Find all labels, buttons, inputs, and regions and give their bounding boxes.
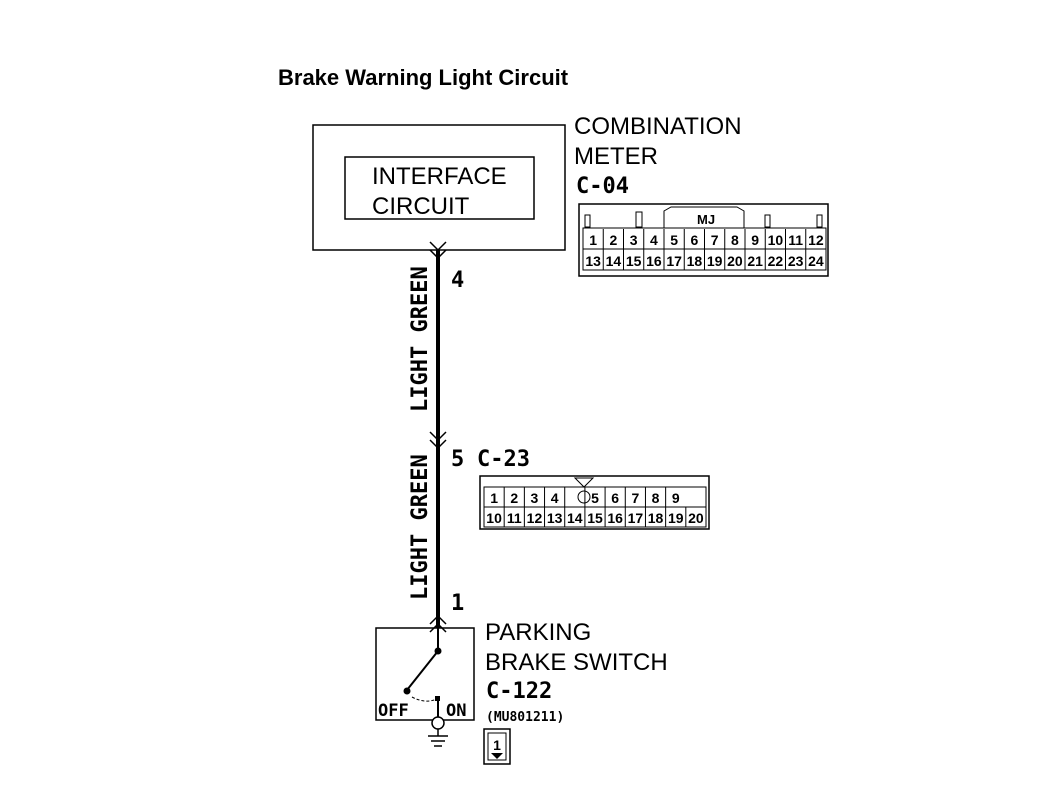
joint-connector-chevron	[429, 431, 447, 450]
c04-row1-pin: 2	[609, 232, 617, 248]
c23-row1-pin: 6	[611, 490, 619, 506]
c23-row2-pin: 13	[547, 510, 563, 526]
c23-row1-pin: 7	[631, 490, 639, 506]
c23-row1-pin: 3	[531, 490, 539, 506]
parking-brake-switch-part-number: (MU801211)	[486, 710, 564, 725]
c04-row2-pin: 24	[808, 253, 824, 269]
c23-row2-pin: 11	[507, 510, 522, 526]
combination-meter-label-line1: COMBINATION	[574, 113, 742, 140]
parking-brake-switch-label-line1: PARKING	[485, 619, 591, 646]
c04-row2-pin: 19	[707, 253, 723, 269]
meter-connector-chevron	[429, 241, 447, 260]
parking-brake-switch-connector-id: C-122	[486, 679, 552, 704]
c04-row2-pin: 23	[788, 253, 804, 269]
parking-brake-switch-label-line2: BRAKE SWITCH	[485, 649, 668, 676]
c23-row2-pin: 12	[527, 510, 543, 526]
c04-row1-pin: 11	[788, 232, 803, 248]
c23-row1-pin: 8	[652, 490, 660, 506]
c23-row2-pin: 14	[567, 510, 583, 526]
c04-row1-pin: 1	[589, 232, 597, 248]
interface-circuit-box	[344, 156, 535, 220]
pin-number-joint: 5	[451, 447, 464, 472]
c23-blank-cavity	[577, 490, 591, 504]
diagram-title: Brake Warning Light Circuit	[278, 65, 569, 90]
switch-connector-chevron	[429, 614, 447, 633]
c04-row1-pin: 10	[768, 232, 784, 248]
c23-row2-pin: 20	[688, 510, 704, 526]
combination-meter-connector-id: C-04	[576, 174, 629, 199]
c04-row1-pin: 8	[731, 232, 739, 248]
pin-number-switch: 1	[451, 591, 464, 616]
wire-color-lower: LIGHT GREEN	[408, 454, 433, 600]
c04-row1-pin: 12	[808, 232, 824, 248]
c23-row2-pin: 15	[587, 510, 603, 526]
parking-brake-switch-symbol	[375, 627, 475, 747]
c122-pin-number: 1	[493, 737, 501, 753]
pin-number-meter: 4	[451, 268, 464, 293]
wire-color-upper: LIGHT GREEN	[408, 266, 433, 412]
c04-row1-pin: 3	[630, 232, 638, 248]
c04-row2-pin: 17	[666, 253, 682, 269]
c122-connector-face: 1	[483, 728, 511, 765]
switch-on-label: ON	[446, 701, 466, 721]
c23-row2-pin: 18	[648, 510, 664, 526]
c04-row2-pin: 15	[626, 253, 642, 269]
interface-circuit-line2: CIRCUIT	[372, 193, 470, 220]
c04-row2-pin: 22	[768, 253, 784, 269]
c23-row2-pin: 17	[628, 510, 644, 526]
c23-row2-pin: 19	[668, 510, 684, 526]
c04-tag-mj: MJ	[697, 212, 715, 227]
c04-row2-pin: 16	[646, 253, 662, 269]
switch-off-label: OFF	[378, 701, 409, 721]
c04-row1-pin: 6	[690, 232, 698, 248]
c04-row1-pin: 4	[650, 232, 658, 248]
c23-row1-pin: 1	[490, 490, 498, 506]
c04-row2-pin: 13	[585, 253, 601, 269]
c04-row2-pin: 18	[687, 253, 703, 269]
c23-row2-pin: 16	[607, 510, 623, 526]
c04-row1-pin: 9	[751, 232, 759, 248]
c23-row1-pin: 5	[591, 490, 599, 506]
c23-row1-pin: 2	[510, 490, 518, 506]
c04-row1-pin: 7	[711, 232, 719, 248]
c04-row2-pin: 21	[747, 253, 763, 269]
joint-connector-id: C-23	[477, 447, 530, 472]
c04-row1-pin: 5	[670, 232, 678, 248]
c04-row2-pin: 14	[606, 253, 622, 269]
interface-circuit-line1: INTERFACE	[372, 163, 507, 190]
c23-row1-pin: 9	[672, 490, 680, 506]
c23-row1-pin: 4	[551, 490, 559, 506]
c04-row2-pin: 20	[727, 253, 743, 269]
combination-meter-label-line2: METER	[574, 143, 658, 170]
c23-row2-pin: 10	[486, 510, 502, 526]
